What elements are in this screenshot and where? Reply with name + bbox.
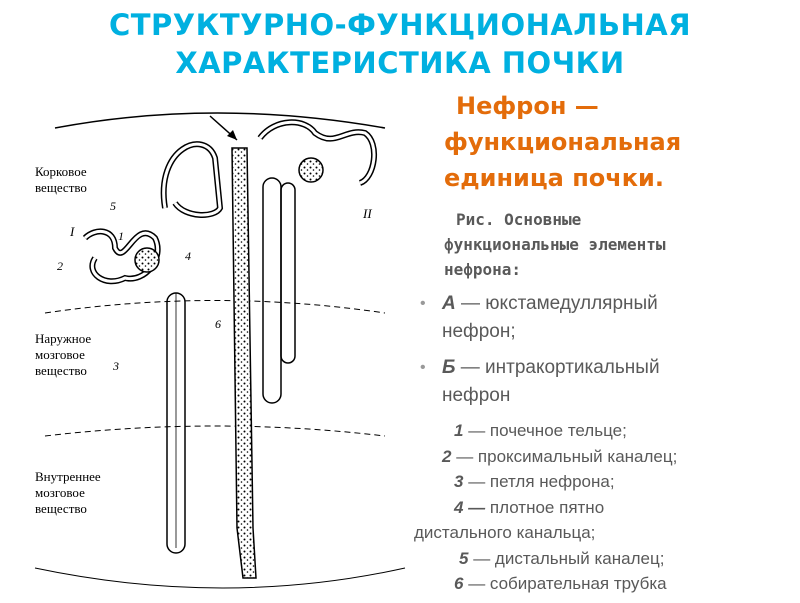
bullet-letter: А <box>442 293 456 314</box>
bullet-text: — интракортикальный <box>455 357 660 378</box>
subtitle-line-3: единица почки. <box>444 164 664 192</box>
loop-b <box>262 177 282 404</box>
bullet-dot-icon: • <box>420 359 426 376</box>
nephron-diagram: Корковое вещество Наружное мозговое веще… <box>15 88 410 598</box>
subtitle-line-2: функциональная <box>444 128 682 156</box>
label-6: 6 <box>215 317 221 331</box>
legend-text: плотное пятно <box>485 497 605 517</box>
renal-corpuscle-a <box>134 247 160 273</box>
legend-list: 1 — почечное тельце; 2 — проксимальный к… <box>414 418 800 597</box>
zone-outer-label-2: мозговое <box>35 347 85 362</box>
legend-row: 1 — почечное тельце; <box>414 418 800 444</box>
legend-num: 5 <box>459 548 469 568</box>
legend-row: 2 — проксимальный каналец; <box>414 444 800 470</box>
legend-num: 2 <box>442 446 452 466</box>
subtitle-line-1: Нефрон — <box>456 92 599 120</box>
caption-line-1: Рис. Основные <box>456 210 582 229</box>
bullet-text: — юкстамедуллярный <box>455 293 658 314</box>
zone-inner-label-3: вещество <box>35 501 87 516</box>
legend-num: 3 <box>454 472 464 491</box>
renal-corpuscle-b <box>298 157 324 183</box>
label-5: 5 <box>110 199 116 213</box>
zone-outer-label-3: вещество <box>35 363 87 378</box>
legend-text: — почечное тельце; <box>463 421 627 440</box>
legend-row: 4 — плотное пятно <box>414 495 800 521</box>
bullet-letter: Б <box>442 357 456 378</box>
bullet-text-continued: нефрон <box>442 385 511 406</box>
label-4: 4 <box>185 249 191 263</box>
zone-cortex-label-2: вещество <box>35 180 87 195</box>
cortex-boundary <box>44 300 386 314</box>
legend-num: 4 — <box>454 497 486 517</box>
collecting-duct <box>231 147 257 579</box>
legend-num: 6 <box>454 574 464 593</box>
subtitle: Нефрон — функциональная единица почки. <box>444 88 784 196</box>
zone-inner-label-1: Внутреннее <box>35 469 101 484</box>
legend-text: — собирательная трубка <box>463 574 667 593</box>
legend-num: 1 <box>454 421 464 440</box>
legend-row: 3 — петля нефрона; <box>414 469 800 495</box>
capsule-line <box>54 112 386 129</box>
slide-title-line-1: СТРУКТУРНО-ФУНКЦИОНАЛЬНАЯ <box>108 8 692 42</box>
bullet-text-continued: нефрон; <box>442 321 516 342</box>
zone-outer-label-1: Наружное <box>35 331 91 346</box>
zone-cortex-label-1: Корковое <box>35 164 87 179</box>
caption-line-2: функциональные элементы <box>444 235 666 254</box>
legend-text: — петля нефрона; <box>463 472 615 491</box>
slide-title-line-2: ХАРАКТЕРИСТИКА ПОЧКИ <box>175 46 625 80</box>
label-2: 2 <box>57 259 63 273</box>
figure-caption: Рис. Основные функциональные элементы не… <box>444 207 796 282</box>
caption-line-3: нефрона: <box>444 260 522 279</box>
legend-text: дистального канальца; <box>414 523 596 542</box>
zone-inner-label-2: мозговое <box>35 485 85 500</box>
legend-text: — дистальный каналец; <box>468 548 665 568</box>
label-II: II <box>362 206 372 221</box>
legend-row: 6 — собирательная трубка <box>414 571 800 597</box>
label-3: 3 <box>112 359 119 373</box>
medulla-boundary <box>44 425 386 437</box>
papilla-line <box>34 567 406 589</box>
label-I: I <box>69 224 75 239</box>
legend-text: — проксимальный каналец; <box>451 446 678 466</box>
slide-title: СТРУКТУРНО-ФУНКЦИОНАЛЬНАЯ ХАРАКТЕРИСТИКА… <box>0 6 800 82</box>
legend-row: 5 — дистальный каналец; <box>414 546 800 572</box>
nephron-types-list: • А — юкстамедуллярный нефрон; • Б — инт… <box>418 290 798 418</box>
bullet-item: • А — юкстамедуллярный нефрон; <box>418 290 798 346</box>
label-1: 1 <box>118 229 124 243</box>
legend-row: дистального канальца; <box>414 520 800 546</box>
bullet-item: • Б — интракортикальный нефрон <box>418 354 798 410</box>
bullet-dot-icon: • <box>420 295 426 312</box>
